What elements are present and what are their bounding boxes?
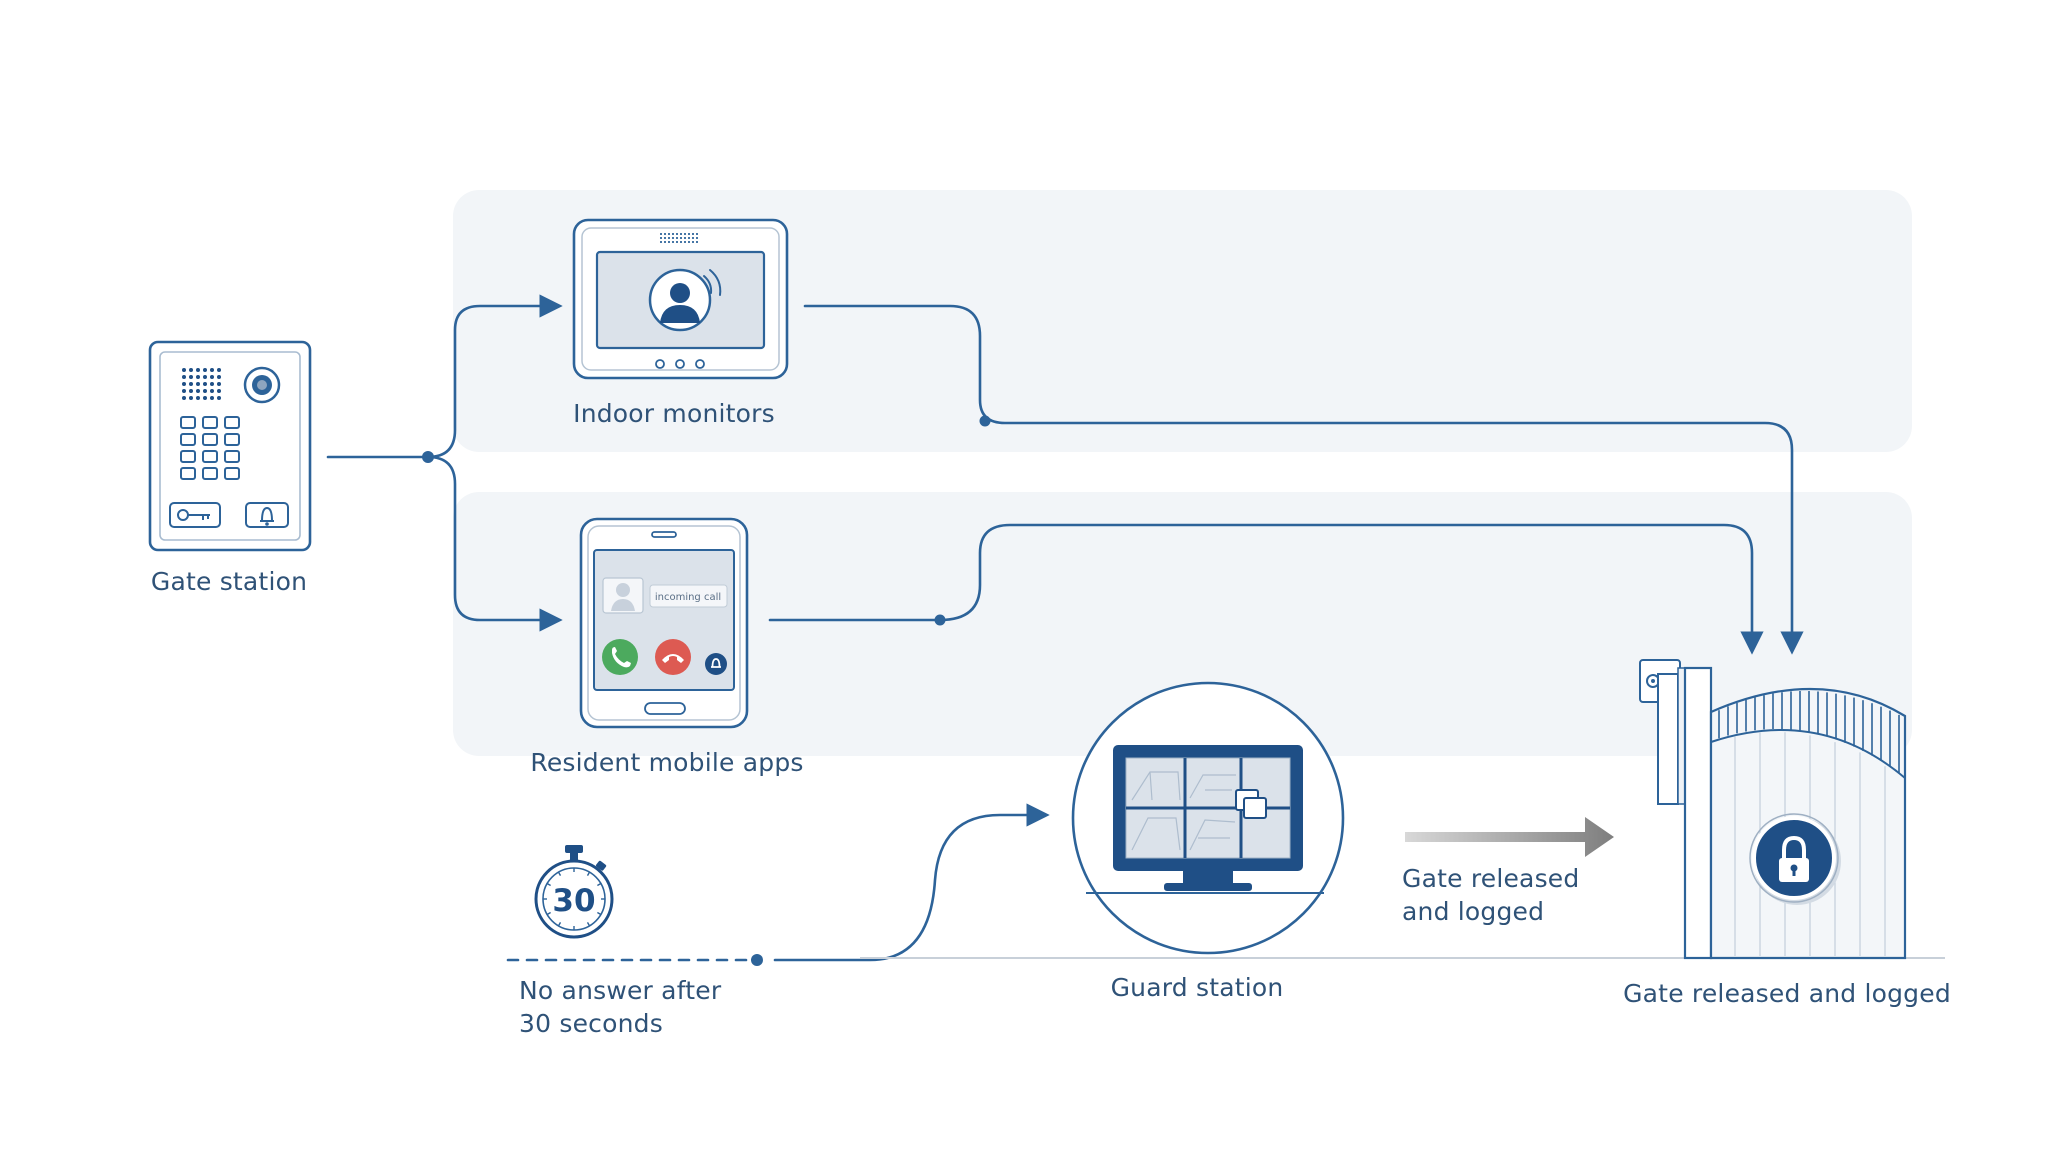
stopwatch-icon: 30: [534, 845, 614, 939]
incoming-call-text: incoming call: [655, 592, 721, 603]
indoor-monitor-icon: [572, 218, 789, 380]
gate-station-icon: [148, 340, 312, 552]
junction-dot-timeout: [751, 954, 763, 966]
junction-dot-gate: [422, 451, 434, 463]
connector-to-mobile-apps: [426, 455, 563, 632]
connector-mobile-to-gate: [768, 523, 1764, 655]
release-arrow-label: Gate released and logged: [1402, 864, 1580, 926]
gate-icon: [1639, 659, 1907, 960]
timer-value: 30: [552, 883, 595, 919]
lock-icon: [1779, 835, 1809, 882]
junction-dot-indoor: [979, 415, 991, 427]
gate-station-label: Gate station: [150, 567, 308, 596]
mobile-phone-icon: incoming call: [579, 517, 749, 729]
indoor-monitors-label: Indoor monitors: [573, 399, 775, 428]
connector-indoor-to-gate: [803, 304, 1804, 655]
guard-station-label: Guard station: [1110, 973, 1284, 1002]
timeout-label: No answer after 30 seconds: [519, 976, 722, 1038]
resident-mobile-apps-label: Resident mobile apps: [530, 748, 804, 777]
release-arrow: [1405, 817, 1614, 857]
connector-timeout-to-guard: [773, 803, 1050, 962]
guard-monitor-icon: [1071, 681, 1345, 955]
junction-dot-mobile: [934, 614, 946, 626]
gate-released-label: Gate released and logged: [1623, 979, 1951, 1008]
connector-to-indoor-monitors: [426, 294, 563, 459]
